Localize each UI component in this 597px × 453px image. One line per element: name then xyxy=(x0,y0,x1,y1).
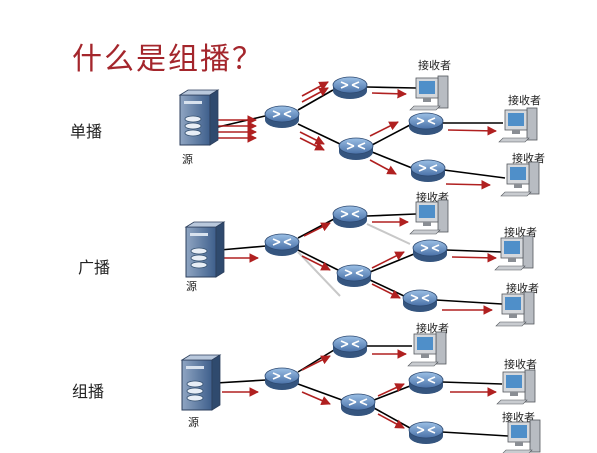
network-link xyxy=(373,385,411,401)
arrow-icon xyxy=(369,121,399,137)
network-link xyxy=(297,383,343,401)
router-icon xyxy=(340,393,376,416)
server-icon xyxy=(178,89,220,146)
arrow-icon xyxy=(447,126,497,136)
receiver-label: 接收者 xyxy=(508,94,541,107)
network-link xyxy=(297,123,341,145)
computer-icon xyxy=(496,369,536,405)
router-icon xyxy=(338,137,374,160)
arrow-icon xyxy=(301,355,331,371)
router-icon xyxy=(264,367,300,390)
network-link xyxy=(371,151,413,169)
server-icon xyxy=(180,354,222,411)
network-link xyxy=(369,279,405,297)
arrow-icon xyxy=(299,137,325,151)
server-icon xyxy=(184,221,226,278)
network-link xyxy=(441,431,509,437)
arrow-icon xyxy=(445,180,491,190)
router-icon xyxy=(402,289,438,312)
arrow-icon xyxy=(451,253,497,263)
arrow-icon xyxy=(301,255,331,271)
router-icon xyxy=(410,159,446,182)
network-link xyxy=(215,379,267,384)
computer-icon xyxy=(407,331,447,367)
router-icon xyxy=(264,105,300,128)
arrow-icon xyxy=(371,88,407,99)
router-icon xyxy=(332,205,368,228)
row-label-unicast: 单播 xyxy=(70,122,103,141)
router-icon xyxy=(332,335,368,358)
computer-icon xyxy=(409,75,449,111)
network-link xyxy=(443,169,506,179)
row-label-broadcast: 广播 xyxy=(78,258,111,277)
receiver-label: 接收者 xyxy=(418,59,451,72)
network-link xyxy=(366,213,417,217)
arrow-icon xyxy=(369,159,397,175)
network-link xyxy=(297,249,339,271)
source-label-multicast: 源 xyxy=(188,416,199,429)
router-icon xyxy=(408,371,444,394)
row-label-multicast: 组播 xyxy=(72,382,105,401)
arrow-icon xyxy=(377,413,405,429)
computer-icon xyxy=(502,419,541,453)
router-icon xyxy=(408,421,444,444)
computer-icon xyxy=(494,235,534,271)
router-icon xyxy=(412,239,448,262)
network-link xyxy=(366,86,417,89)
router-icon xyxy=(332,76,368,99)
computer-icon xyxy=(498,107,538,143)
arrow-icon xyxy=(377,383,405,397)
arrow-icon xyxy=(303,222,331,237)
source-label-unicast: 源 xyxy=(182,153,193,166)
arrow-icon xyxy=(301,87,329,103)
network-link xyxy=(297,218,335,239)
router-icon xyxy=(336,264,372,287)
computer-icon xyxy=(495,291,535,327)
arrow-icon xyxy=(371,251,405,269)
network-link xyxy=(366,223,411,245)
receiver-label: 接收者 xyxy=(502,411,535,424)
arrow-icon xyxy=(371,283,401,299)
source-label-broadcast: 源 xyxy=(186,280,197,293)
network-link xyxy=(217,115,266,128)
network-link xyxy=(369,253,415,273)
slide-title: 什么是组播？ xyxy=(72,42,264,77)
network-link xyxy=(371,124,411,146)
network-link xyxy=(441,381,503,385)
network-link xyxy=(445,249,503,253)
computer-icon xyxy=(409,199,449,235)
router-icon xyxy=(408,112,444,135)
receiver-label: 接收者 xyxy=(504,358,537,371)
network-link xyxy=(297,251,341,297)
network-link xyxy=(297,89,334,111)
router-icon xyxy=(264,233,300,256)
network-link xyxy=(219,245,267,251)
computer-icon xyxy=(500,161,540,197)
network-link xyxy=(373,407,411,429)
arrow-icon xyxy=(301,391,331,406)
network-link xyxy=(435,299,503,305)
arrow-icon xyxy=(301,81,329,97)
